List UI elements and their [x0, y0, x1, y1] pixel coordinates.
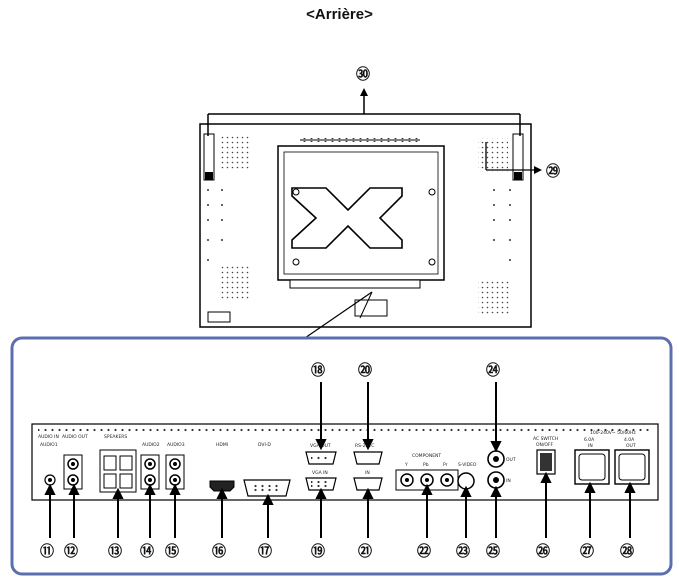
label-ac-rating: 100-240V~ 50/60Hz	[590, 430, 636, 436]
callout-30: ㉚	[356, 66, 370, 83]
label-y: Y	[404, 462, 408, 468]
label-bnc-in: IN	[506, 478, 511, 484]
label-s-video: S-VIDEO	[458, 462, 477, 468]
label-out-rating: 4.0A	[624, 437, 635, 443]
panel-labels: AUDIO IN AUDIO1 AUDIO OUT SPEAKERS AUDIO…	[38, 430, 636, 484]
callout-arrows	[44, 382, 636, 538]
monitor-rear	[199, 88, 542, 341]
label-rs232c-in: IN	[365, 470, 370, 476]
callout-26: ㉖	[536, 543, 550, 560]
page-title: <Arrière>	[306, 6, 373, 23]
callout-12: ⑫	[64, 543, 78, 560]
label-audio3: AUDIO3	[167, 442, 185, 448]
label-pr: Pr	[443, 462, 448, 468]
callout-16: ⑯	[212, 543, 226, 560]
callout-23: ㉓	[456, 543, 470, 560]
callout-14: ⑭	[140, 543, 154, 560]
callout-20: ⑳	[358, 362, 372, 379]
label-hdmi: HDMI	[216, 442, 228, 448]
callout-28: ㉘	[620, 543, 634, 560]
callout-21: ㉑	[358, 543, 372, 560]
label-vga-in: VGA IN	[312, 470, 328, 476]
callout-24: ㉔	[486, 362, 500, 379]
callout-19: ⑲	[311, 543, 325, 560]
callout-15: ⑮	[165, 543, 179, 560]
callout-29: ㉙	[546, 163, 560, 180]
callout-18: ⑱	[311, 362, 325, 379]
label-ac-switch: AC SWITCH	[533, 436, 558, 442]
connector-panel	[31, 423, 659, 501]
callout-11: ⑪	[40, 543, 54, 560]
callout-17: ⑰	[258, 543, 272, 560]
label-audio2: AUDIO2	[142, 442, 160, 448]
label-in-rating: 6.0A	[584, 437, 595, 443]
callout-27: ㉗	[580, 543, 594, 560]
label-pb: Pb	[423, 462, 429, 468]
label-power-out: OUT	[626, 443, 636, 449]
label-power-in: IN	[588, 443, 593, 449]
label-component: COMPONENT	[412, 453, 441, 459]
label-audio-out: AUDIO OUT	[62, 434, 88, 440]
label-bnc-out: OUT	[506, 457, 516, 463]
label-audio1: AUDIO1	[40, 442, 58, 448]
label-rs232c: RS-232C	[355, 443, 374, 449]
callout-13: ⑬	[108, 543, 122, 560]
label-speakers: SPEAKERS	[104, 434, 127, 440]
label-dvi-d: DVI-D	[258, 442, 271, 448]
label-on-off: ON/OFF	[536, 442, 554, 448]
label-audio-in: AUDIO IN	[38, 434, 59, 440]
callout-25: ㉕	[486, 543, 500, 560]
callout-numbers: ㉚ ㉙ ⑱ ⑳ ㉔ ⑪ ⑫ ⑬ ⑭ ⑮ ⑯ ⑰ ⑲ ㉑ ㉒ ㉓ ㉕ ㉖ ㉗ ㉘	[40, 66, 634, 560]
callout-22: ㉒	[417, 543, 431, 560]
